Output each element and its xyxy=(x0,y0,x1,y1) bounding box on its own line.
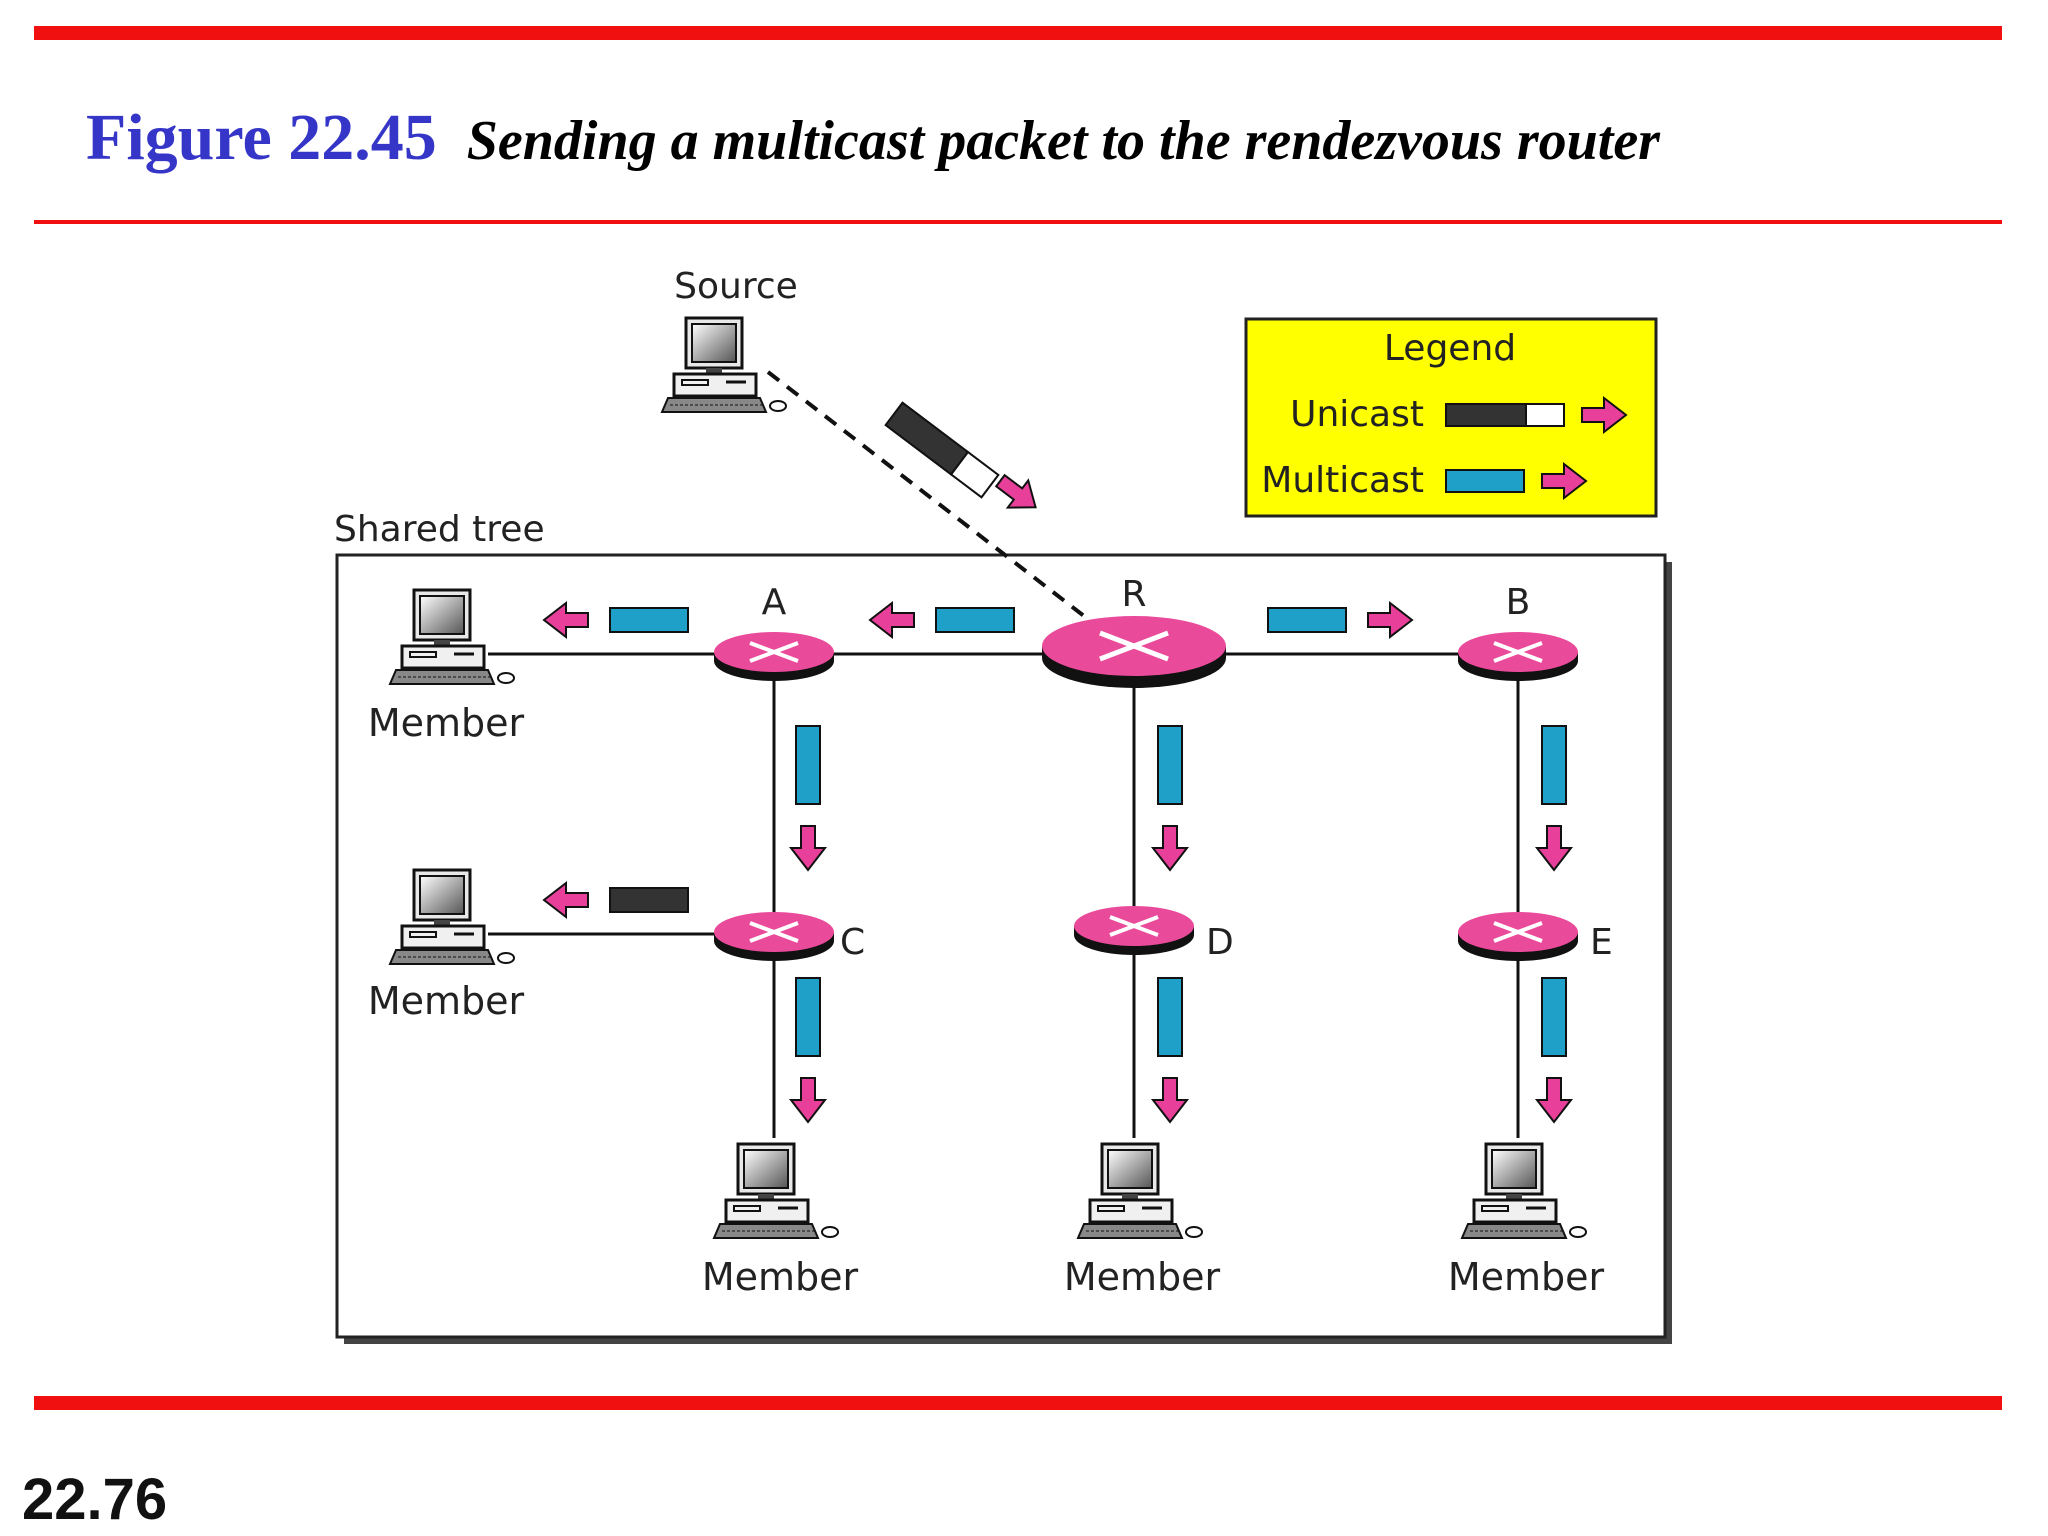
multicast-packet xyxy=(609,607,689,633)
title-underline xyxy=(34,220,2002,224)
bottom-rule xyxy=(34,1396,2002,1410)
figure-number: Figure 22.45 xyxy=(86,101,437,174)
source-label: Source xyxy=(674,266,798,307)
router-label-c: C xyxy=(840,922,865,963)
figure-title: Figure 22.45 Sending a multicast packet t… xyxy=(86,100,1660,176)
router-label-a: A xyxy=(762,582,787,623)
shared-tree-box xyxy=(335,553,1667,1339)
multicast-packet xyxy=(795,977,821,1057)
member-label: Member xyxy=(368,701,525,745)
member-label: Member xyxy=(368,979,525,1023)
legend-multicast-swatch xyxy=(1445,469,1525,493)
multicast-packet xyxy=(1157,977,1183,1057)
legend-unicast-label: Unicast xyxy=(1290,394,1424,435)
unicast-path xyxy=(766,370,1086,618)
member-label: Member xyxy=(702,1255,859,1299)
multicast-packet xyxy=(1157,725,1183,805)
router-label-b: B xyxy=(1506,582,1531,623)
source-computer-icon xyxy=(660,316,788,414)
unicast-packet xyxy=(884,401,1000,499)
multicast-packet xyxy=(935,607,1015,633)
legend-title: Legend xyxy=(1384,328,1516,369)
router-label-r: R xyxy=(1121,574,1146,615)
member-label: Member xyxy=(1064,1255,1221,1299)
multicast-packet xyxy=(1541,977,1567,1057)
multicast-packet xyxy=(1267,607,1347,633)
member-label: Member xyxy=(1448,1255,1605,1299)
router-b xyxy=(1456,630,1580,683)
router-e xyxy=(1456,910,1580,963)
multicast-packet xyxy=(1541,725,1567,805)
unicast-packet xyxy=(609,887,689,913)
multicast-packet xyxy=(795,725,821,805)
top-rule xyxy=(34,26,2002,40)
shared-tree-label: Shared tree xyxy=(334,509,545,550)
router-label-d: D xyxy=(1206,922,1234,963)
slide-number: 22.76 xyxy=(22,1467,168,1532)
figure-caption: Sending a multicast packet to the rendez… xyxy=(466,110,1660,172)
legend-unicast-swatch xyxy=(1445,403,1527,427)
router-r xyxy=(1042,616,1226,688)
router-c xyxy=(712,910,836,963)
legend-multicast-label: Multicast xyxy=(1261,460,1424,501)
legend: Legend Unicast Multicast xyxy=(1244,317,1658,518)
router-label-e: E xyxy=(1590,922,1613,963)
router-a xyxy=(712,630,836,683)
router-d xyxy=(1072,904,1196,957)
legend-unicast-swatch xyxy=(1525,403,1565,427)
